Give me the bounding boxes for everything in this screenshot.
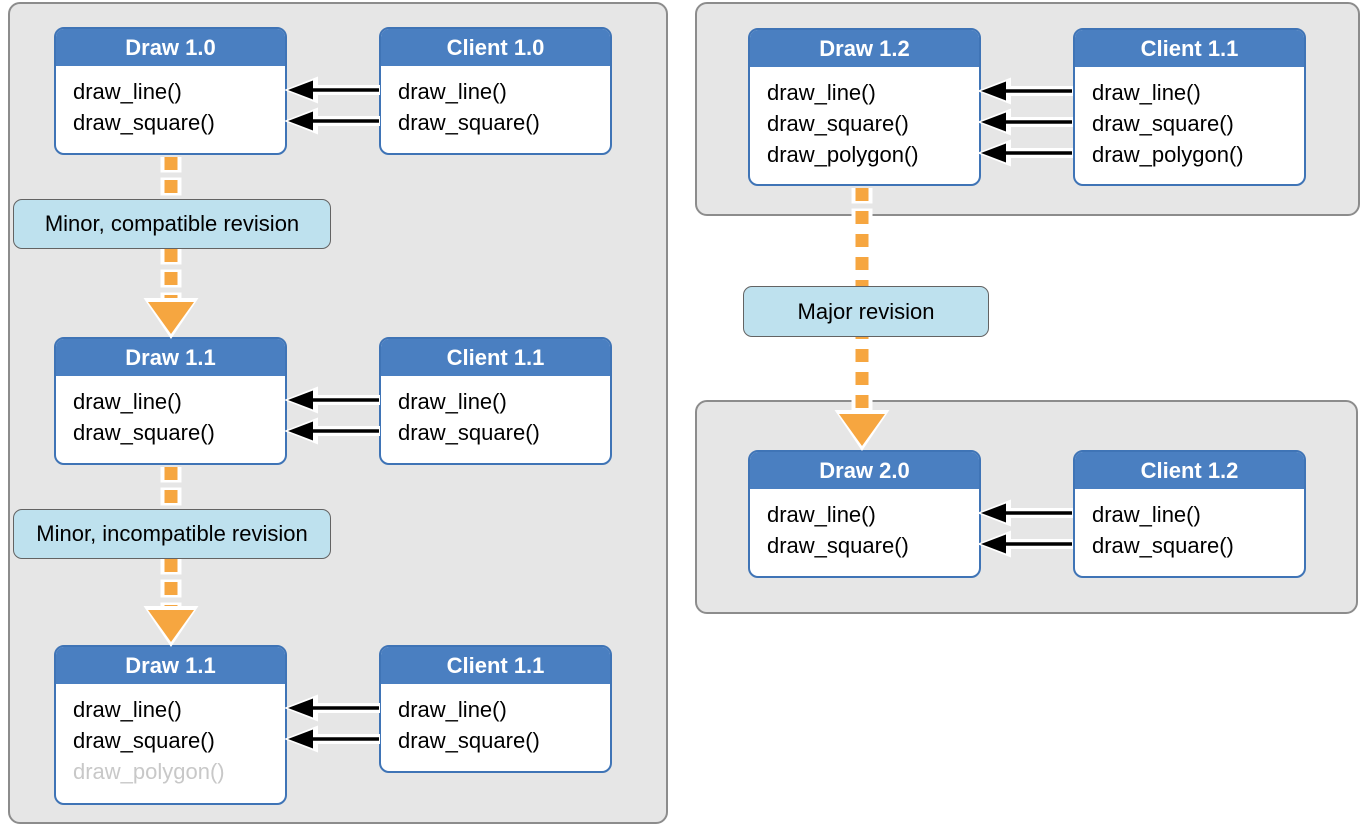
box-title: Draw 2.0 — [750, 452, 979, 489]
client-box-client-1-1: Client 1.1 draw_line() draw_square() — [379, 337, 612, 465]
function-label: draw_square() — [767, 111, 909, 136]
function-label: draw_line() — [767, 502, 876, 527]
function-label: draw_line() — [73, 389, 182, 414]
function-label: draw_line() — [767, 80, 876, 105]
box-function-list: draw_line() draw_square() draw_polygon() — [56, 684, 285, 787]
function-label: draw_square() — [73, 110, 215, 135]
box-title: Client 1.1 — [381, 647, 610, 684]
function-label: draw_square() — [767, 533, 909, 558]
box-function-list: draw_line() draw_square() — [1075, 489, 1304, 561]
function-label: draw_line() — [73, 697, 182, 722]
function-label: draw_square() — [398, 420, 540, 445]
box-function-list: draw_line() draw_square() — [381, 684, 610, 756]
library-box-draw-1-0: Draw 1.0 draw_line() draw_square() — [54, 27, 287, 155]
client-box-client-1-1-incompatible: Client 1.1 draw_line() draw_square() — [379, 645, 612, 773]
transition-label-minor-compatible: Minor, compatible revision — [13, 199, 331, 249]
box-function-list: draw_line() draw_square() — [750, 489, 979, 561]
function-label: draw_square() — [73, 728, 215, 753]
function-label: draw_square() — [1092, 533, 1234, 558]
function-label: draw_line() — [1092, 502, 1201, 527]
library-box-draw-2-0: Draw 2.0 draw_line() draw_square() — [748, 450, 981, 578]
box-title: Draw 1.0 — [56, 29, 285, 66]
box-title: Client 1.0 — [381, 29, 610, 66]
function-label: draw_square() — [73, 420, 215, 445]
box-function-list: draw_line() draw_square() — [381, 376, 610, 448]
box-function-list: draw_line() draw_square() — [56, 376, 285, 448]
box-function-list: draw_line() draw_square() — [381, 66, 610, 138]
function-label: draw_line() — [398, 389, 507, 414]
function-label: draw_square() — [1092, 111, 1234, 136]
box-title: Client 1.2 — [1075, 452, 1304, 489]
client-box-client-1-2: Client 1.2 draw_line() draw_square() — [1073, 450, 1306, 578]
function-label: draw_polygon() — [767, 142, 919, 167]
transition-label-major: Major revision — [743, 286, 989, 337]
function-label: draw_polygon() — [1092, 142, 1244, 167]
library-box-draw-1-1-incompatible: Draw 1.1 draw_line() draw_square() draw_… — [54, 645, 287, 805]
client-box-client-1-0: Client 1.0 draw_line() draw_square() — [379, 27, 612, 155]
function-label: draw_square() — [398, 110, 540, 135]
box-function-list: draw_line() draw_square() draw_polygon() — [750, 67, 979, 170]
library-box-draw-1-1: Draw 1.1 draw_line() draw_square() — [54, 337, 287, 465]
function-label: draw_line() — [398, 697, 507, 722]
transition-label-minor-incompatible: Minor, incompatible revision — [13, 509, 331, 559]
client-box-client-1-1-major: Client 1.1 draw_line() draw_square() dra… — [1073, 28, 1306, 186]
box-title: Client 1.1 — [1075, 30, 1304, 67]
box-function-list: draw_line() draw_square() draw_polygon() — [1075, 67, 1304, 170]
function-label: draw_line() — [398, 79, 507, 104]
box-function-list: draw_line() draw_square() — [56, 66, 285, 138]
library-box-draw-1-2: Draw 1.2 draw_line() draw_square() draw_… — [748, 28, 981, 186]
function-label: draw_square() — [398, 728, 540, 753]
function-label: draw_line() — [1092, 80, 1201, 105]
box-title: Draw 1.1 — [56, 647, 285, 684]
function-label-muted: draw_polygon() — [73, 759, 225, 784]
function-label: draw_line() — [73, 79, 182, 104]
box-title: Draw 1.2 — [750, 30, 979, 67]
box-title: Draw 1.1 — [56, 339, 285, 376]
box-title: Client 1.1 — [381, 339, 610, 376]
